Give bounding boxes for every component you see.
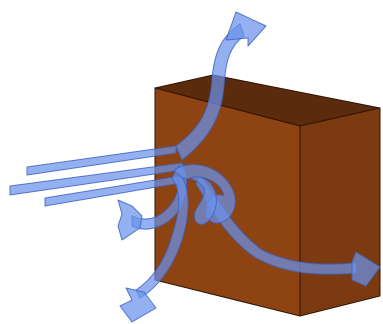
incoming-stream-top — [26, 145, 177, 176]
flow-arrow-right — [351, 251, 381, 287]
solid-box — [154, 74, 381, 317]
flow-arrow-down — [119, 287, 157, 323]
split-swirl-inner — [189, 176, 217, 225]
flow-arrow-left — [117, 199, 143, 241]
flow-arrow-up — [225, 11, 267, 47]
box-side-face — [299, 107, 381, 317]
flow-streams — [9, 11, 381, 323]
